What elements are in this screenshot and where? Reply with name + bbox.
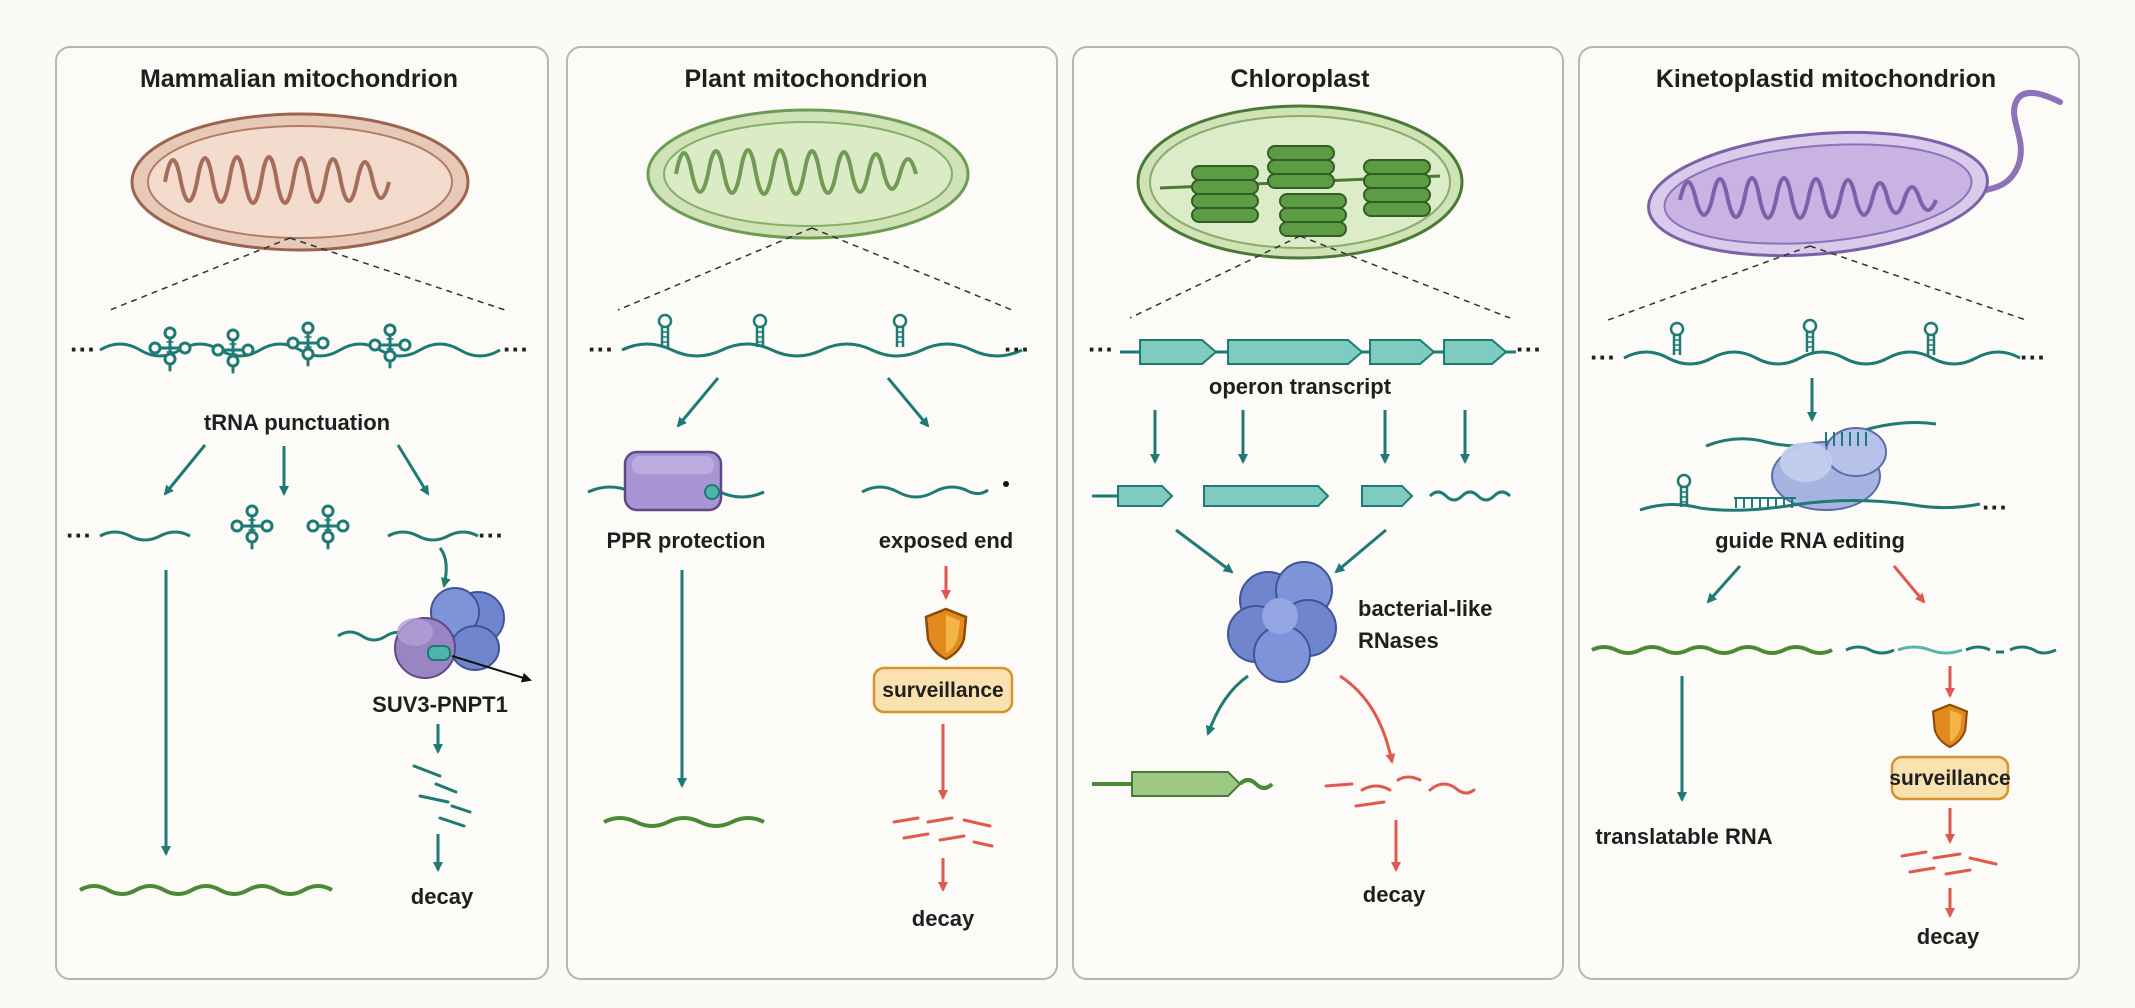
- label-decay: decay: [1917, 924, 1980, 949]
- plant-transcript: ··· ···: [588, 313, 1030, 364]
- svg-text:···: ···: [2020, 342, 2046, 372]
- panel-frame-chloroplast: [1072, 46, 1564, 980]
- svg-text:···: ···: [503, 334, 529, 364]
- panel-title: Plant mitochondrion: [684, 65, 927, 93]
- svg-text:···: ···: [1516, 334, 1542, 364]
- svg-text:···: ···: [478, 520, 504, 550]
- bacterial-rnase-complex: [1227, 561, 1337, 683]
- svg-text:···: ···: [1088, 334, 1114, 364]
- label-rnases: RNases: [1358, 628, 1439, 653]
- label-ppr-protection: PPR protection: [607, 528, 766, 553]
- teal-rna-fragments: [412, 764, 472, 828]
- svg-text:···: ···: [1004, 334, 1030, 364]
- edited-mrna: [1591, 645, 1833, 655]
- suv3-pnpt1-complex: [337, 587, 532, 683]
- mammalian-mitochondrion-illustration: [130, 112, 470, 252]
- label-translatable-rna: translatable RNA: [1595, 824, 1772, 849]
- stable-mrna: [603, 816, 765, 828]
- label-surveillance: surveillance: [882, 679, 1003, 702]
- label-decay: decay: [1363, 882, 1426, 907]
- label-guide-rna-editing: guide RNA editing: [1715, 528, 1905, 553]
- exposed-end-rna: [861, 485, 989, 499]
- label-bacterial-like: bacterial-like: [1358, 596, 1493, 621]
- svg-text:···: ···: [1982, 492, 2008, 522]
- label-trna-punctuation: tRNA punctuation: [204, 410, 390, 435]
- svg-text:···: ···: [66, 520, 92, 550]
- panel-plant: Plant mitochondrion ··· ··· PPR protecti…: [587, 65, 1030, 931]
- misedited-rna: [1845, 645, 2057, 655]
- panel-title: Chloroplast: [1231, 65, 1371, 93]
- mammalian-polycistronic-transcript: ··· ···: [70, 321, 529, 374]
- panel-frame-kinetoplastid: [1578, 46, 2080, 980]
- panel-chloroplast: Chloroplast: [1088, 65, 1542, 907]
- ppr-protein: [587, 450, 765, 512]
- panel-kinetoplastid: Kinetoplastid mitochondrion ··· ···: [1590, 65, 2063, 949]
- panel-frame-mammalian: [55, 46, 549, 980]
- kinetoplastid-mitochondrion-illustration: [1647, 90, 2063, 258]
- chloroplast-illustration: [1136, 104, 1464, 260]
- panel-title: Kinetoplastid mitochondrion: [1656, 65, 1996, 93]
- panel-title: Mammalian mitochondrion: [140, 65, 458, 93]
- operon-transcript-genes: ··· ···: [1088, 334, 1542, 365]
- label-decay: decay: [912, 906, 975, 931]
- svg-text:···: ···: [70, 334, 96, 364]
- surveillance-box: [872, 666, 1014, 714]
- cleaved-cistrons: [1092, 485, 1512, 507]
- label-surveillance: surveillance: [1889, 767, 2010, 790]
- red-rna-fragments: [892, 816, 994, 848]
- label-suv3-pnpt1: SUV3-PNPT1: [372, 692, 508, 717]
- svg-text:···: ···: [1590, 342, 1616, 372]
- label-exposed-end: exposed end: [879, 528, 1013, 553]
- stable-processed-rna: [1092, 771, 1274, 797]
- label-decay: decay: [411, 884, 474, 909]
- surveillance-box: [1890, 755, 2010, 801]
- mature-mrna: [79, 884, 333, 896]
- red-rna-fragments: [1324, 775, 1476, 808]
- panel-mammalian: Mammalian mitochondrion ··· ··· tRNA pun…: [66, 65, 532, 909]
- editosome-with-guide-rna: ···: [1639, 421, 2008, 522]
- red-rna-fragments: [1900, 850, 1998, 876]
- label-operon-transcript: operon transcript: [1209, 374, 1392, 399]
- svg-text:···: ···: [588, 334, 614, 364]
- kinetoplastid-pre-mrna: ··· ···: [1590, 318, 2046, 372]
- plant-mitochondrion-illustration: [646, 108, 970, 240]
